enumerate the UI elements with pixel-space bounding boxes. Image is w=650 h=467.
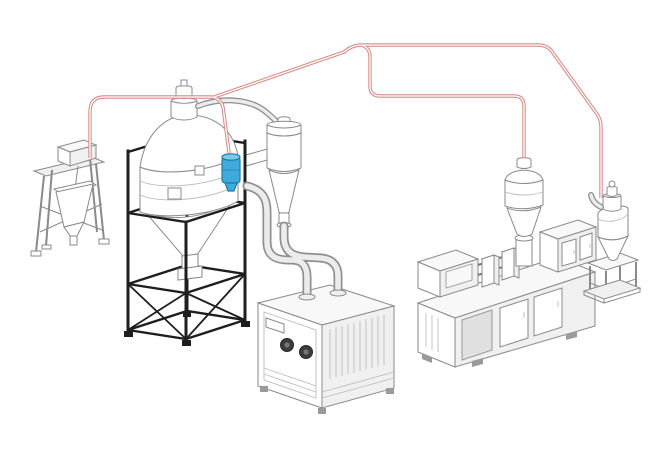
conveying-line-to-machine-receiver [361, 43, 526, 157]
machine-door-1 [499, 298, 529, 348]
loader-base-thickness [583, 288, 641, 304]
receiver-dome [504, 169, 544, 184]
loader-inlet-elbow-core [589, 193, 603, 209]
process-air-hoses: Process air hoses [242, 181, 347, 301]
material-conveying-lines: Material conveying vacuum lines [88, 43, 603, 198]
machine-left-vents [425, 313, 439, 352]
bag-unloading-station: Bag unloading station [30, 139, 110, 257]
receiver-pedestal [515, 239, 533, 267]
station-hopper-body [55, 183, 94, 228]
dryer-display-panel [265, 317, 285, 334]
hopper-inlet-collar [170, 97, 198, 121]
stand-platform-front-rails [126, 201, 247, 224]
loader-cap [606, 186, 618, 197]
dryer-knob-right-center [303, 349, 309, 355]
cyclone-bracket [245, 148, 268, 167]
hopper-access-plate [167, 187, 182, 200]
hopper-sight-glass [194, 165, 205, 176]
station-spout-tube [69, 235, 78, 246]
cyclone-cap-rim [266, 124, 302, 129]
vent-grille-lines [329, 315, 385, 379]
receiver-body [504, 179, 544, 210]
hopper-dome [139, 114, 239, 173]
platen-1-front [481, 254, 495, 288]
hopper-stand-frame-front [124, 139, 250, 346]
machine-hopper-receiver: Hopper receiver on machine [504, 157, 544, 242]
hopper-discharge-box [177, 265, 203, 281]
machine-door-2 [533, 287, 563, 337]
cyclone-cap [266, 120, 302, 137]
receiver-lid-cap [516, 157, 532, 169]
cabinet-doors [561, 232, 593, 267]
hose-b-core [281, 223, 341, 295]
stand-diagonal-braces [127, 273, 246, 340]
dryer-door-outline [263, 311, 317, 399]
hose-b-flange [329, 289, 347, 297]
conveying-line-station-to-hopper-core [89, 96, 231, 161]
hose-a-core [244, 183, 310, 299]
stand-front-posts [126, 139, 247, 343]
machine-door-handles [523, 301, 559, 318]
hopper-inlet-knob [180, 79, 188, 87]
valve-outlet [224, 182, 238, 192]
dryer-left-vents [263, 367, 317, 393]
station-legs [35, 157, 105, 253]
dryer-bottom-slats [321, 371, 395, 399]
platen-1-side [493, 254, 500, 286]
hose-a-flange [298, 293, 316, 301]
platen-2-front [501, 247, 515, 281]
inlet-valve: Blue material inlet valve [221, 153, 241, 192]
loader-motor-rim [602, 195, 622, 198]
hopper-loader-stand: Hopper loader on floor stand [582, 180, 642, 304]
conveying-line-top-to-loader-core [213, 44, 602, 198]
clamp-guard-window [445, 263, 473, 289]
dryer-knobs [280, 338, 313, 359]
dehumidifying-dryer: Dehumidifying dryer unit [256, 284, 396, 414]
dryer-knob-left-center [284, 342, 290, 348]
receiver-cone [506, 206, 542, 237]
cabinet-left [539, 231, 559, 273]
cyclone-dust-collector: Cyclone dust collector [245, 116, 302, 228]
station-feet [30, 238, 110, 257]
receiver-band [504, 191, 544, 196]
loader-top-knob [608, 180, 616, 188]
injection-molding-machine: Injection molding machine Hopper receive… [416, 157, 598, 368]
cyclone-body [266, 132, 302, 172]
hopper-inlet-collar-rim [170, 100, 198, 104]
conveying-line-to-machine-receiver-core [361, 44, 525, 157]
cabinet-door-handles [573, 244, 591, 254]
valve-top-flange [221, 153, 241, 161]
machine-base-opening [461, 309, 493, 361]
loader-band [597, 213, 629, 222]
cyclone-cone [268, 169, 300, 215]
